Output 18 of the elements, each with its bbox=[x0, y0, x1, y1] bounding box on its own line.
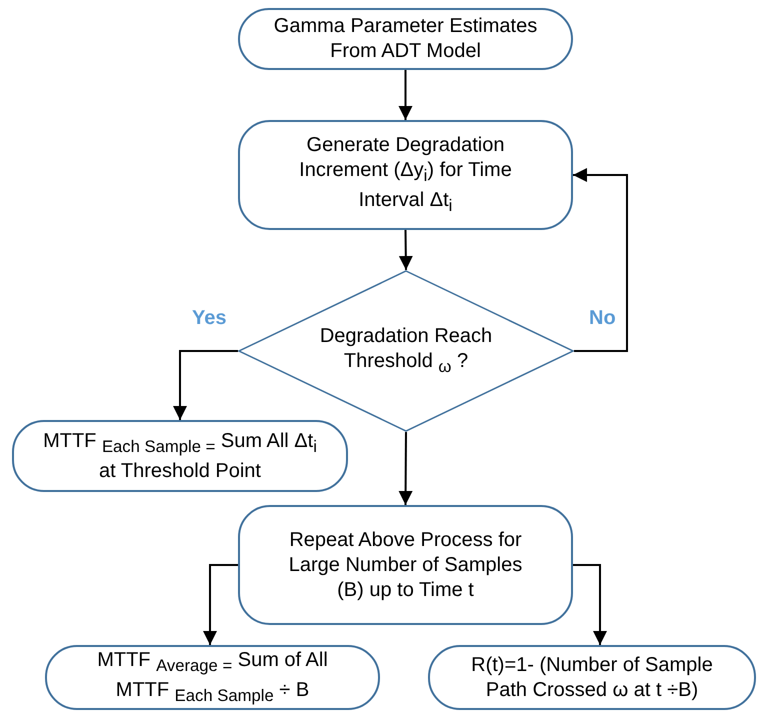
arrow bbox=[573, 564, 607, 645]
process-box bbox=[12, 420, 348, 492]
node-text: R(t)=1- (Number of Sample Path Crossed ω at t ÷B) bbox=[470, 652, 714, 702]
arrow bbox=[573, 168, 628, 352]
arrow bbox=[173, 350, 238, 420]
node-text: MTTF $_{Each Sample =}$ Sum All Δt$_{i}$ at Threshold Point bbox=[42, 428, 318, 484]
node-text: Generate Degradation Increment (Δy$_{i}$) for Time Interval Δt$_{i}$ bbox=[298, 132, 513, 216]
arrow bbox=[398, 70, 412, 120]
process-box bbox=[238, 120, 573, 230]
node-text: Repeat Above Process for Large Number of Samples (B) up to Time t bbox=[288, 528, 524, 602]
node-text: Gamma Parameter Estimates From ADT Model bbox=[272, 14, 538, 64]
process-box bbox=[238, 505, 573, 625]
arrow bbox=[203, 564, 238, 645]
node-text: MTTF $_{Average =}$ Sum of All MTTF $_{Each Sample}$ ÷ B bbox=[96, 648, 329, 706]
arrow bbox=[398, 432, 413, 505]
decision-diamond bbox=[238, 270, 574, 432]
node-text: Degradation Reach Threshold $_{ω}$ ? bbox=[318, 324, 494, 378]
arrow bbox=[398, 230, 413, 270]
